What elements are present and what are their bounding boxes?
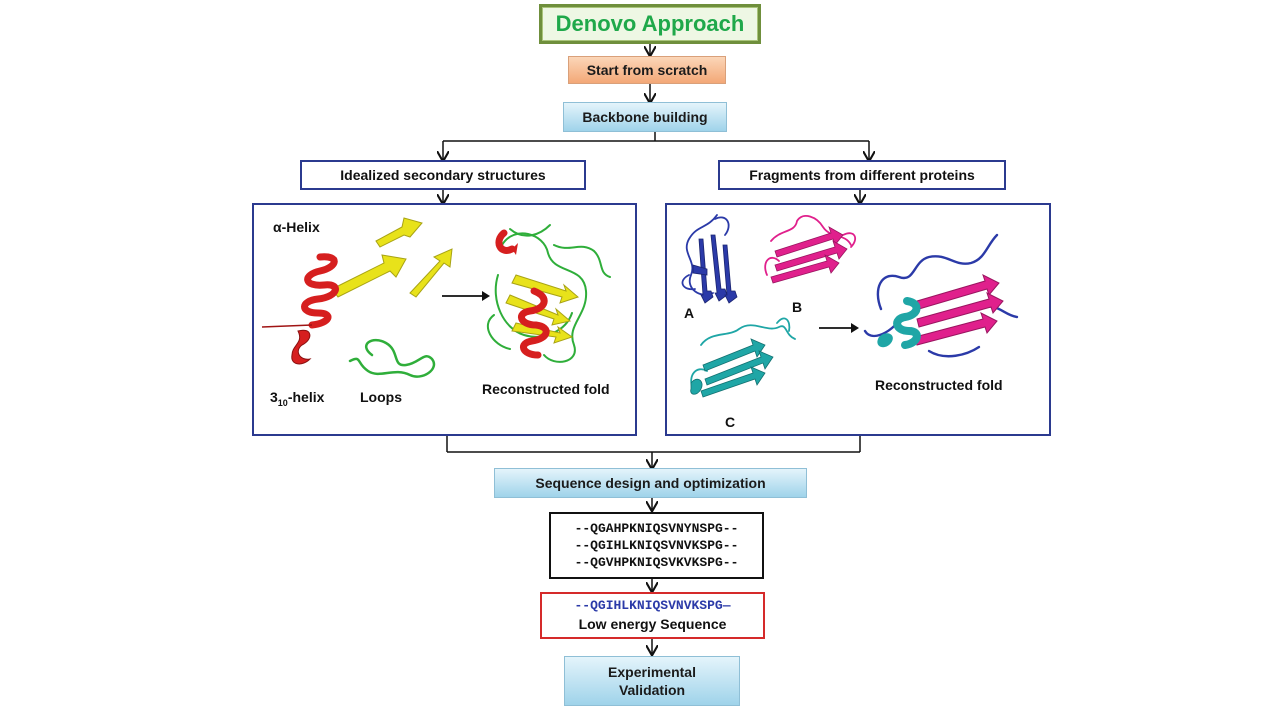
idealized-structures-panel: α-Helix 310-helix Loops Reconstructed fo… <box>252 203 637 436</box>
fragment-a-label: A <box>684 305 695 321</box>
alpha-helix-label: α-Helix <box>273 219 320 235</box>
helix-310-label: 310-helix <box>270 389 324 408</box>
beta-strand-icon <box>331 217 453 298</box>
fragment-a-icon <box>681 214 738 304</box>
alpha-symbol: α <box>273 219 282 235</box>
loop-icon <box>348 338 436 378</box>
fragment-b-label: B <box>792 299 803 315</box>
low-energy-sequence-box: --QGIHLKNIQSVNVKSPG— Low energy Sequence <box>540 592 765 639</box>
validation-line-2: Validation <box>618 682 686 698</box>
step-backbone-building: Backbone building <box>563 102 727 132</box>
step-experimental-validation: Experimental Validation <box>564 656 740 706</box>
fragment-illustration <box>681 214 1019 398</box>
fragment-c-icon <box>690 317 796 398</box>
branch-fragments-from-different-proteins: Fragments from different proteins <box>718 160 1006 190</box>
alpha-helix-icon <box>301 253 339 329</box>
candidate-sequences-box: --QGAHPKNIQSVNYNSPG-- --QGIHLKNIQSVNVKSP… <box>549 512 764 579</box>
reconstructed-fold-label-left: Reconstructed fold <box>482 381 610 397</box>
step-sequence-design: Sequence design and optimization <box>494 468 807 498</box>
fragments-panel: A B C Reconstructed fold <box>665 203 1051 436</box>
helix-310-text: -helix <box>287 389 325 405</box>
loops-label: Loops <box>360 389 402 405</box>
reconstructed-fold-label-right: Reconstructed fold <box>875 377 1003 393</box>
low-energy-sequence: --QGIHLKNIQSVNVKSPG— <box>574 597 731 613</box>
candidate-sequence: --QGAHPKNIQSVNYNSPG-- <box>574 521 739 536</box>
reconstructed-fold-icon <box>863 233 1019 358</box>
helix-310-base: 3 <box>270 389 278 405</box>
helix-310-subscript: 10 <box>277 397 288 408</box>
fragment-c-label: C <box>725 414 736 430</box>
candidate-sequence: --QGVHPKNIQSVKVKSPG-- <box>574 555 739 570</box>
validation-line-1: Experimental <box>608 664 696 680</box>
diagram-title: Denovo Approach <box>539 4 761 44</box>
reconstructed-fold-icon <box>487 224 611 363</box>
alpha-helix-text: -Helix <box>281 219 320 235</box>
candidate-sequence: --QGIHLKNIQSVNVKSPG-- <box>574 538 739 553</box>
low-energy-label: Low energy Sequence <box>578 615 727 632</box>
branch-idealized-secondary-structures: Idealized secondary structures <box>300 160 586 190</box>
step-start-from-scratch: Start from scratch <box>568 56 726 84</box>
helix-310-icon <box>291 329 312 365</box>
secondary-structure-illustration <box>261 217 611 378</box>
fragment-b-icon <box>764 214 857 284</box>
